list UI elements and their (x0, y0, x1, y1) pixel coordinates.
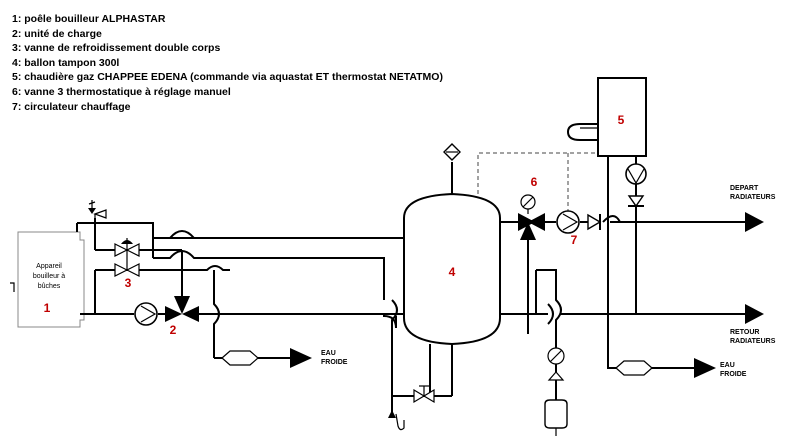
loading-pump (134, 302, 158, 326)
depart-label-1: DEPART (730, 185, 759, 192)
legend-item-4: 4: ballon tampon 300l (12, 56, 120, 69)
legend-item-1: 1: poêle bouilleur ALPHASTAR (12, 13, 166, 25)
component-number-5: 5 (618, 113, 625, 127)
eau-froide-right-1: EAU (720, 362, 735, 369)
retour-label-2: RADIATEURS (730, 338, 776, 345)
legend-item-6: 6: vanne 3 thermostatique à réglage manu… (12, 85, 231, 98)
legend-item-5: 5: chaudière gaz CHAPPEE EDENA (commande… (12, 71, 443, 84)
boiler-label-line3: bûches (38, 283, 61, 290)
boiler-label-line2: bouilleur à (33, 273, 65, 280)
cold-water-filler-left (221, 348, 312, 368)
buffer-tank (388, 143, 501, 431)
expansion-vessel (544, 347, 568, 436)
component-number-3: 3 (125, 276, 132, 290)
eau-froide-left-1: EAU (321, 350, 336, 357)
safety-valve (88, 200, 107, 222)
flow-arrows (745, 212, 764, 324)
heating-pump (556, 210, 580, 234)
component-number-1: 1 (44, 301, 51, 315)
depart-label-2: RADIATEURS (730, 194, 776, 201)
component-number-6: 6 (531, 175, 538, 189)
component-number-7: 7 (571, 233, 578, 247)
loading-valve (165, 296, 199, 322)
eau-froide-right-2: FROIDE (720, 371, 747, 378)
legend: 1: poêle bouilleur ALPHASTAR 2: unité de… (12, 12, 443, 114)
cold-water-filler-right (615, 358, 716, 378)
boiler-label-line1: Appareil (36, 263, 62, 270)
mixing-valve (518, 213, 545, 240)
legend-item-3: 3: vanne de refroidissement double corps (12, 42, 221, 55)
heating-circuit (477, 152, 745, 369)
thermostatic-head (520, 194, 536, 214)
wood-boiler: Appareil bouilleur à bûches (10, 231, 85, 328)
component-number-4: 4 (449, 265, 456, 279)
eau-froide-left-2: FROIDE (321, 359, 348, 366)
retour-label-1: RETOUR (730, 329, 759, 336)
gas-boiler (566, 77, 647, 208)
cooling-valve (114, 238, 140, 277)
check-valve (587, 213, 602, 231)
component-number-2: 2 (170, 323, 177, 337)
legend-item-7: 7: circulateur chauffage (12, 100, 131, 113)
legend-item-2: 2: unité de charge (12, 27, 102, 40)
